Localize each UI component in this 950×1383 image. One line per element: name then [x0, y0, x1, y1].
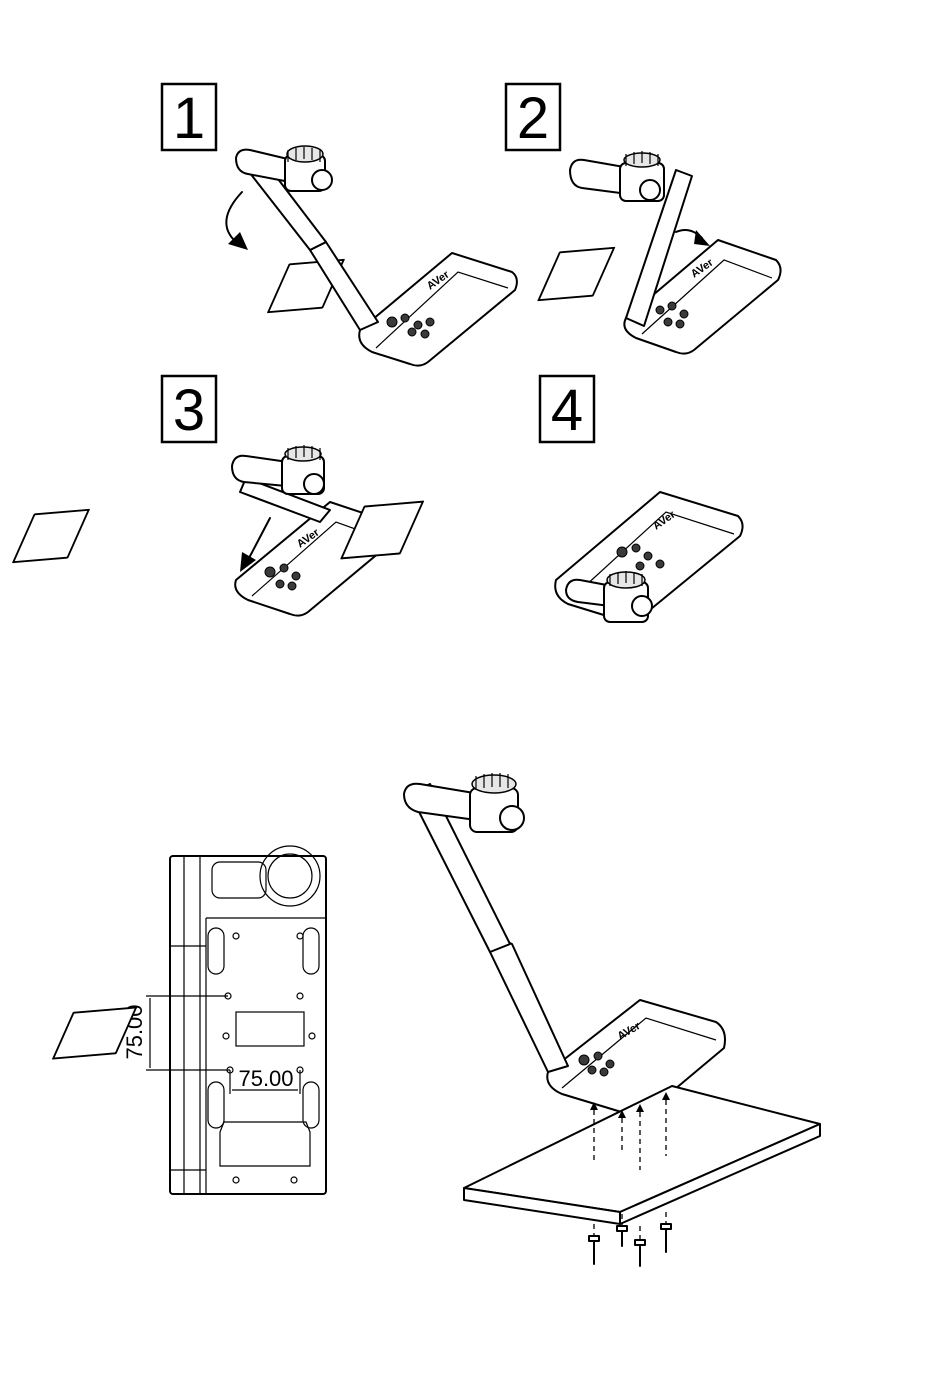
- step-1-number: 1: [173, 86, 205, 151]
- camera-step-2: AVer: [539, 151, 781, 354]
- bottom-view-drawing: 75.00 75.00: [122, 846, 326, 1194]
- camera-mounted: AVer: [53, 773, 725, 1115]
- step-3-number: 3: [173, 378, 205, 443]
- step-4-number: 4: [551, 378, 583, 443]
- arrow-head-step-2: [694, 230, 710, 246]
- step-2-number: 2: [517, 86, 549, 151]
- camera-step-4-folded: AVer: [341, 492, 742, 622]
- mount-screws: [589, 1224, 671, 1266]
- step-3: 3 AVer: [13, 376, 394, 616]
- camera-step-1: AVer: [236, 146, 517, 366]
- step-4: 4 AVer: [341, 376, 742, 622]
- dimension-horizontal: 75.00: [238, 1066, 293, 1091]
- camera-step-3: AVer: [13, 445, 394, 616]
- step-1: 1 AVer: [162, 84, 517, 366]
- step-2: 2 AVer: [506, 84, 781, 354]
- desk-mount-drawing: AVer: [53, 773, 820, 1266]
